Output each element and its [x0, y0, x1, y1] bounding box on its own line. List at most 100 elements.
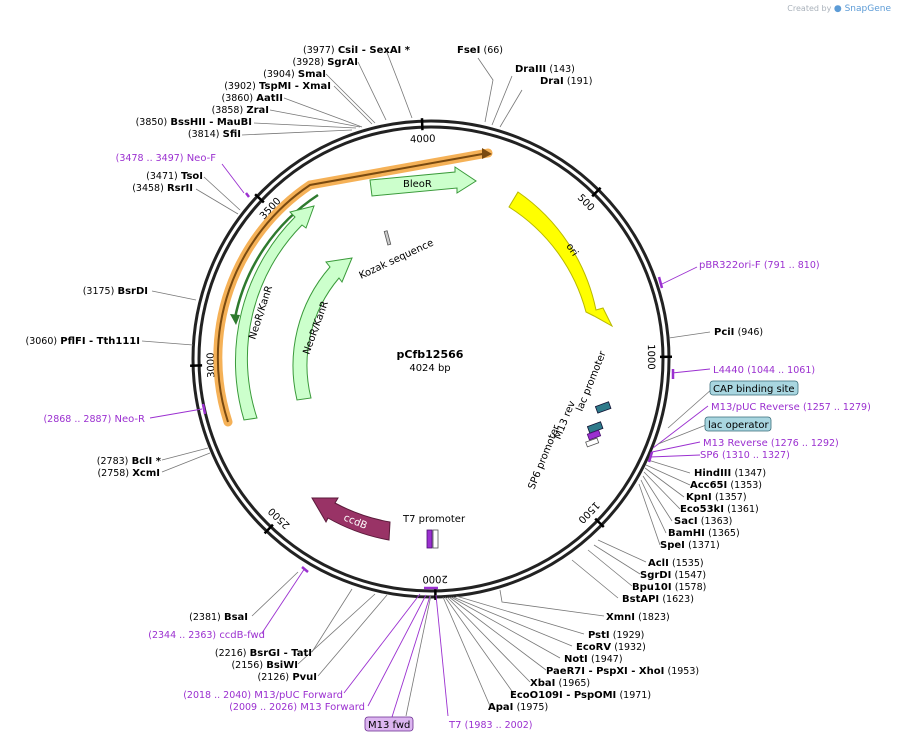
- primer-position: (2868 .. 2887): [43, 414, 111, 425]
- enzyme-site[interactable]: (3850) BssHII - MauBI: [136, 117, 252, 128]
- enzyme-position: (2156): [231, 660, 263, 671]
- enzyme-site[interactable]: Bpu10I (1578): [632, 582, 706, 593]
- enzyme-position: (1365): [708, 528, 740, 539]
- enzyme-site[interactable]: PciI (946): [714, 327, 763, 338]
- enzyme-site[interactable]: SacI (1363): [674, 516, 732, 527]
- enzyme-site[interactable]: SpeI (1371): [660, 540, 720, 551]
- enzyme-site[interactable]: EcoRV (1932): [576, 642, 646, 653]
- enzyme-site[interactable]: (3977) CsiI - SexAI *: [303, 45, 411, 56]
- primer-site[interactable]: (2868 .. 2887) Neo-R: [43, 414, 145, 425]
- enzyme-name: BsrGI - TatI: [250, 648, 312, 659]
- enzyme-site[interactable]: (2758) XcmI: [97, 468, 160, 479]
- enzyme-site[interactable]: (3904) SmaI: [263, 69, 326, 80]
- enzyme-site[interactable]: (3928) SgrAI: [292, 57, 358, 68]
- enzyme-site[interactable]: (3458) RsrII: [132, 183, 193, 194]
- enzyme-site[interactable]: SgrDI (1547): [640, 570, 706, 581]
- enzyme-site[interactable]: PstI (1929): [588, 630, 644, 641]
- primer-name: T7: [448, 720, 461, 731]
- enzyme-site[interactable]: PaeR7I - PspXI - XhoI (1953): [546, 666, 699, 677]
- primer-leader-m13rev: [651, 441, 701, 453]
- enzyme-site[interactable]: AclI (1535): [648, 558, 704, 569]
- callout-lines: [405, 388, 713, 717]
- primer-site[interactable]: (2009 .. 2026) M13 Forward: [229, 702, 365, 713]
- tick-mark: [591, 186, 602, 198]
- cluster-box-white: [585, 437, 600, 448]
- enzyme-name: Eco53kI: [680, 504, 724, 515]
- enzyme-site[interactable]: (3471) TsoI: [146, 171, 203, 182]
- primer-site[interactable]: (2018 .. 2040) M13/pUC Forward: [183, 690, 343, 701]
- enzyme-position: (1965): [559, 678, 591, 689]
- callout-cap-label: CAP binding site: [713, 384, 795, 395]
- tick-label: 3000: [206, 352, 218, 378]
- enzyme-site[interactable]: BamHI (1365): [668, 528, 740, 539]
- leader-bpu10i: [587, 549, 633, 587]
- enzyme-name: ZraI: [246, 105, 269, 116]
- enzyme-site[interactable]: (2381) BsaI: [189, 612, 248, 623]
- primer-mark-sp6: [647, 451, 654, 463]
- enzyme-site[interactable]: (3902) TspMI - XmaI: [224, 81, 331, 92]
- enzyme-site[interactable]: FseI (66): [457, 45, 503, 56]
- primer-site[interactable]: L4440 (1044 .. 1061): [713, 365, 815, 376]
- primer-site[interactable]: SP6 (1310 .. 1327): [700, 450, 790, 461]
- enzyme-site[interactable]: BstAPI (1623): [622, 594, 694, 605]
- enzyme-site[interactable]: DraI (191): [540, 76, 592, 87]
- primer-site[interactable]: (3478 .. 3497) Neo-F: [116, 153, 217, 164]
- backbone-inner: [197, 125, 665, 593]
- primer-site[interactable]: (2344 .. 2363) ccdB-fwd: [148, 630, 265, 641]
- enzyme-position: (1947): [591, 654, 623, 665]
- enzyme-site[interactable]: (3858) ZraI: [212, 105, 269, 116]
- leader-bsrgi: [311, 588, 353, 653]
- primer-leader-m13puc-rev: [652, 405, 709, 449]
- primer-site[interactable]: M13 Reverse (1276 .. 1292): [703, 438, 839, 449]
- primer-site[interactable]: T7 (1983 .. 2002): [448, 720, 533, 731]
- callout-line-cap: [667, 388, 713, 429]
- enzyme-position: (2216): [215, 648, 247, 659]
- callout-lac-label: lac operator: [708, 420, 769, 431]
- leader-bcli: [161, 447, 209, 461]
- enzyme-site[interactable]: (2156) BsiWI: [231, 660, 298, 671]
- enzyme-site[interactable]: Acc65I (1353): [690, 480, 762, 491]
- enzyme-site[interactable]: XmnI (1823): [606, 612, 670, 623]
- enzyme-site[interactable]: (3814) SfiI: [188, 129, 241, 140]
- orange-arrow-head: [482, 148, 492, 159]
- enzyme-site[interactable]: (2783) BclI *: [97, 456, 162, 467]
- primer-site[interactable]: M13/pUC Reverse (1257 .. 1279): [711, 402, 871, 413]
- enzyme-position: (1971): [619, 690, 651, 701]
- enzyme-position: (1623): [662, 594, 694, 605]
- enzyme-site[interactable]: (2216) BsrGI - TatI: [215, 648, 312, 659]
- enzyme-site[interactable]: XbaI (1965): [530, 678, 590, 689]
- enzyme-site[interactable]: HindIII (1347): [694, 468, 766, 479]
- enzyme-site[interactable]: KpnI (1357): [686, 492, 747, 503]
- enzyme-position: (3471): [146, 171, 178, 182]
- enzyme-site[interactable]: (3175) BsrDI: [83, 286, 148, 297]
- leader-bsiwi: [297, 593, 376, 665]
- primer-position: (1257 .. 1279): [803, 402, 871, 413]
- enzyme-name: XcmI: [132, 468, 160, 479]
- enzyme-site[interactable]: (2126) PvuI: [258, 672, 317, 683]
- primer-name: Neo-R: [115, 414, 146, 425]
- tick-mark: [254, 193, 265, 204]
- enzyme-position: (1547): [675, 570, 707, 581]
- leader-hindiii: [647, 459, 691, 474]
- enzyme-site[interactable]: ApaI (1975): [488, 702, 548, 713]
- enzyme-name: SacI: [674, 516, 698, 527]
- backbone-outer: [191, 119, 671, 599]
- enzyme-site[interactable]: DraIII (143): [515, 64, 575, 75]
- tick-mark: [263, 523, 274, 535]
- enzyme-site[interactable]: (3060) PflFI - Tth111I: [25, 336, 140, 347]
- leader-bstapi: [571, 559, 619, 599]
- enzyme-name: PflFI - Tth111I: [60, 336, 140, 347]
- primer-site[interactable]: pBR322ori-F (791 .. 810): [699, 260, 820, 271]
- leader-draiii: [491, 75, 513, 126]
- primer-position: (2018 .. 2040): [183, 690, 251, 701]
- enzyme-name: BsiWI: [266, 660, 298, 671]
- enzyme-name: SmaI: [298, 69, 326, 80]
- enzyme-position: (3904): [263, 69, 295, 80]
- enzyme-site[interactable]: Eco53kI (1361): [680, 504, 759, 515]
- primer-mark-ccdb: [301, 566, 309, 573]
- enzyme-site[interactable]: NotI (1947): [564, 654, 623, 665]
- enzyme-site[interactable]: (3860) AatII: [222, 93, 284, 104]
- enzyme-site[interactable]: EcoO109I - PspOMI (1971): [510, 690, 651, 701]
- enzyme-name: BclI *: [132, 456, 162, 467]
